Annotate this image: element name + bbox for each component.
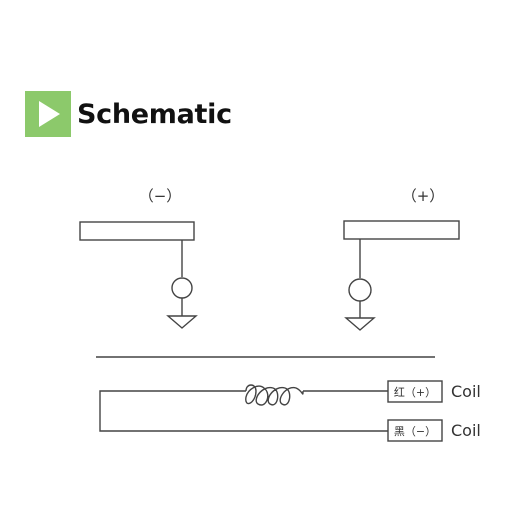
coil-circuit: 红（+） Coil 黑（−） Coil [99,380,481,442]
positive-polarity-label: （+） [402,187,445,205]
positive-node [348,278,372,302]
negative-plate [79,221,195,241]
positive-electrode: （+） [343,187,460,331]
red-coil-label: Coil [451,382,481,401]
black-terminal-tag: 黑（−） [394,425,436,438]
section-header: Schematic [25,91,232,137]
red-terminal-tag: 红（+） [394,386,436,399]
negative-node [171,277,193,299]
negative-ground-icon [166,315,198,329]
play-triangle-icon [25,91,71,137]
page-title: Schematic [77,98,232,130]
black-coil-label: Coil [451,421,481,440]
red-terminal-box [387,380,443,403]
black-terminal-box [387,419,443,442]
coil-wire-loop [99,390,388,432]
coil-winding-icon [245,384,304,406]
positive-ground-icon [344,317,376,331]
positive-plate [343,220,460,240]
negative-electrode: （−） [79,187,198,329]
play-badge [25,91,71,137]
negative-polarity-label: （−） [139,187,182,205]
